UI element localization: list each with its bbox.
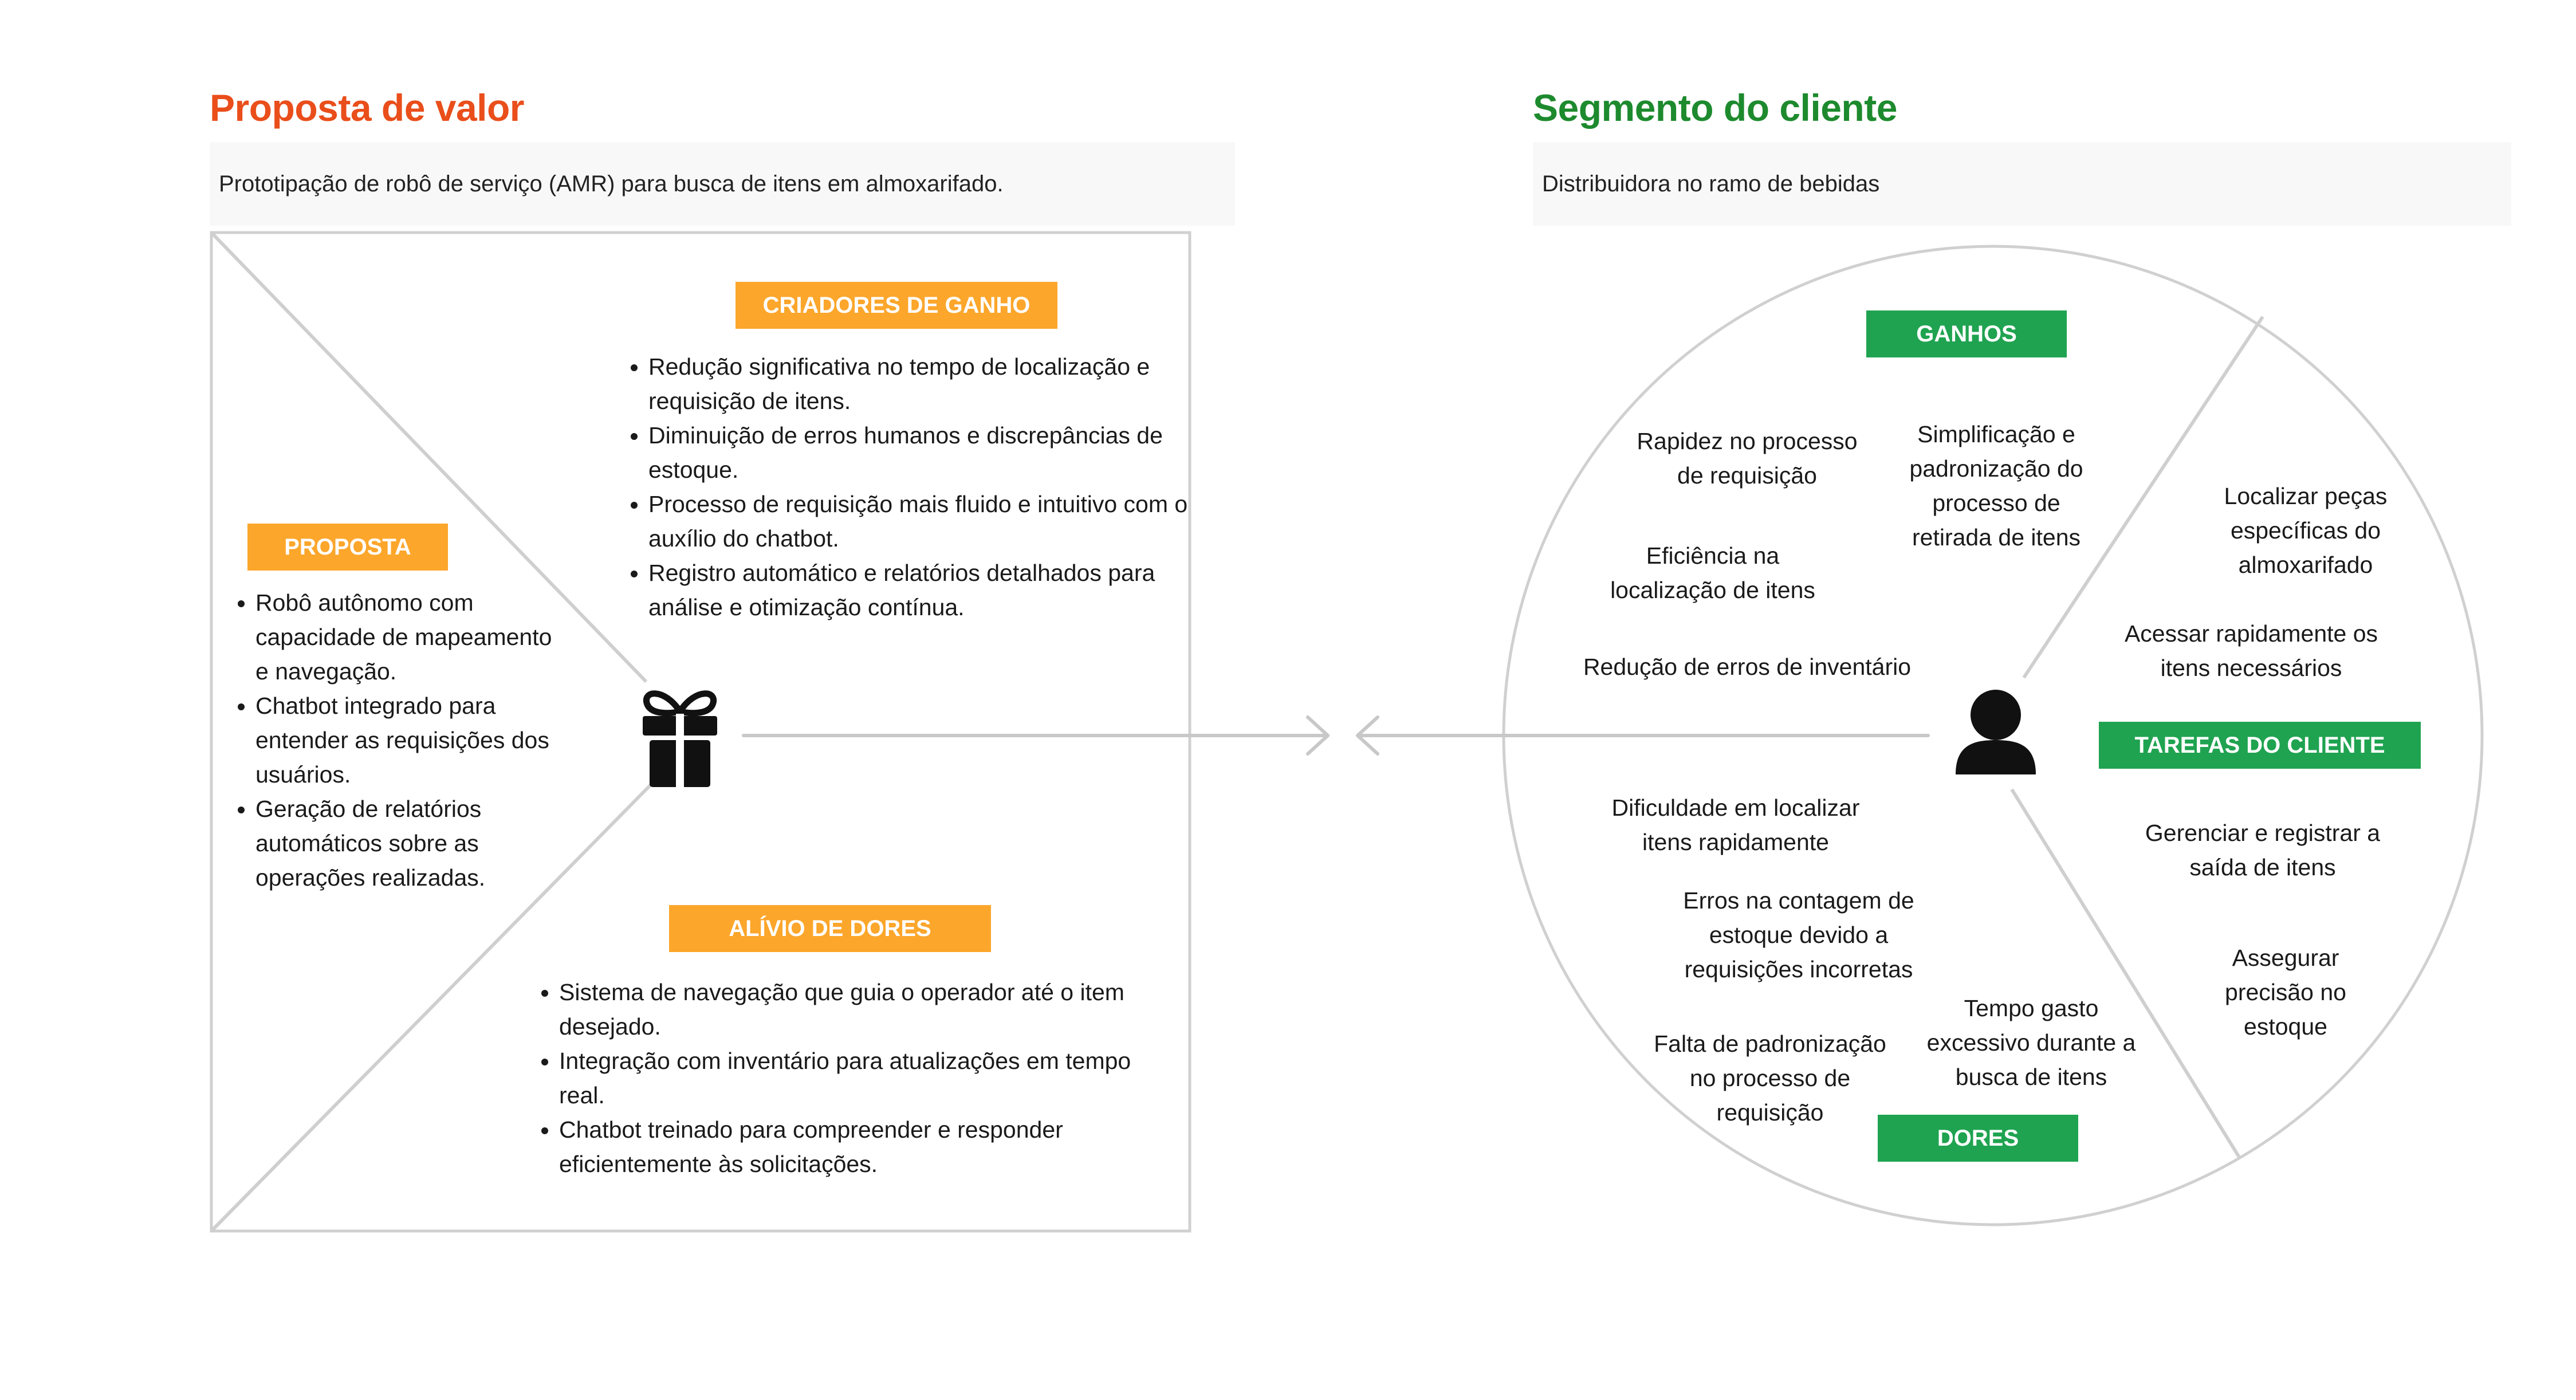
value-proposition-description: Prototipação de robô de serviço (AMR) pa… xyxy=(210,142,1235,226)
list-item: Processo de requisição mais fluido e int… xyxy=(648,487,1198,556)
pain-item: Dificuldade em localizar itens rapidamen… xyxy=(1611,795,1860,855)
gift-icon xyxy=(643,690,717,789)
customer-segment-title: Segmento do cliente xyxy=(1533,86,1897,129)
proposal-list: Robô autônomo com capacidade de mapeamen… xyxy=(222,585,565,895)
list-item: Redução significativa no tempo de locali… xyxy=(648,349,1198,418)
list-item: Integração com inventário para atualizaç… xyxy=(559,1044,1138,1112)
arrow-right xyxy=(742,715,1330,756)
gains-label: GANHOS xyxy=(1866,310,2067,357)
list-item: Robô autônomo com capacidade de mapeamen… xyxy=(255,585,565,689)
pains-label: DORES xyxy=(1878,1115,2078,1162)
gain-item: Eficiência na localização de itens xyxy=(1610,542,1815,603)
pain-item: Falta de padronização no processo de req… xyxy=(1654,1031,1886,1126)
gain-creators-label: CRIADORES DE GANHO xyxy=(736,282,1057,329)
circle-divider-top xyxy=(2022,316,2264,679)
pain-relievers-label: ALÍVIO DE DORES xyxy=(669,905,991,952)
square-divider-bottom xyxy=(210,782,654,1233)
job-item: Localizar peças específicas do almoxarif… xyxy=(2224,483,2388,578)
job-item: Acessar rapidamente os itens necessários xyxy=(2124,620,2378,681)
gain-creators-list: Redução significativa no tempo de locali… xyxy=(615,349,1198,624)
pain-item: Tempo gasto excessivo durante a busca de… xyxy=(1926,995,2136,1090)
user-icon xyxy=(1956,690,2036,774)
value-proposition-title: Proposta de valor xyxy=(210,86,525,129)
customer-segment-description: Distribuidora no ramo de bebidas xyxy=(1533,142,2511,226)
list-item: Sistema de navegação que guia o operador… xyxy=(559,975,1138,1044)
gain-item: Rapidez no processo de requisição xyxy=(1637,428,1858,489)
list-item: Geração de relatórios automáticos sobre … xyxy=(255,792,565,895)
proposal-label: PROPOSTA xyxy=(247,524,448,571)
customer-jobs-label: TAREFAS DO CLIENTE xyxy=(2099,722,2421,769)
list-item: Chatbot treinado para compreender e resp… xyxy=(559,1112,1138,1181)
square-divider-top xyxy=(210,231,648,683)
list-item: Diminuição de erros humanos e discrepânc… xyxy=(648,418,1198,487)
circle-divider-bottom xyxy=(2010,788,2241,1158)
gain-item: Redução de erros de inventário xyxy=(1583,654,1912,680)
job-item: Gerenciar e registrar a saída de itens xyxy=(2145,820,2381,880)
pain-relievers-list: Sistema de navegação que guia o operador… xyxy=(526,975,1138,1181)
list-item: Chatbot integrado para entender as requi… xyxy=(255,689,565,792)
list-item: Registro automático e relatórios detalha… xyxy=(648,556,1198,624)
arrow-left xyxy=(1356,715,1930,756)
gain-item: Simplificação e padronização do processo… xyxy=(1909,421,2083,550)
job-item: Assegurar precisão no estoque xyxy=(2225,945,2346,1040)
pain-item: Erros na contagem de estoque devido a re… xyxy=(1683,887,1914,982)
